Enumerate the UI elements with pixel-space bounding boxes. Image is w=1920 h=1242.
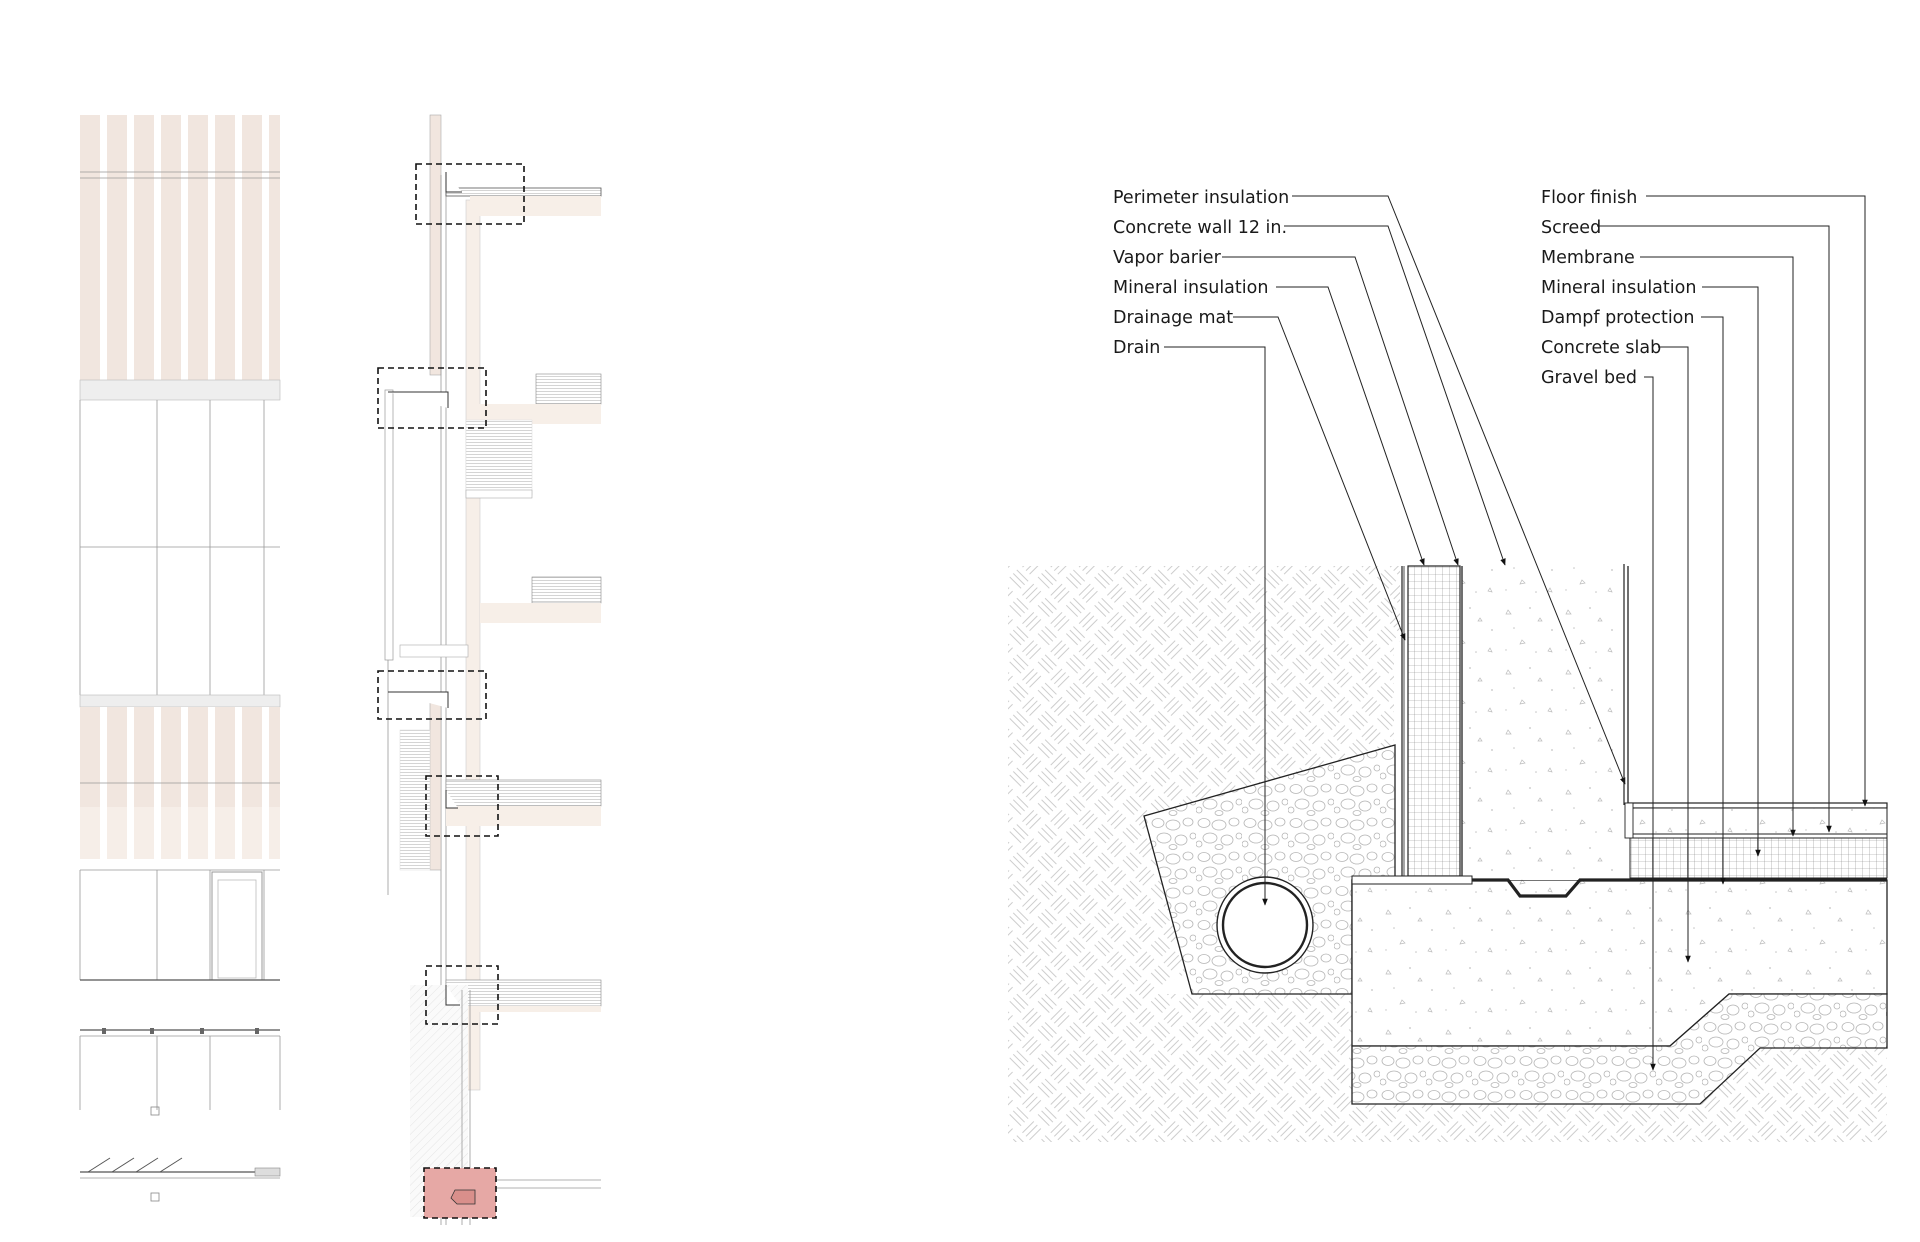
label-gravel-bed: Gravel bed	[1541, 368, 1637, 388]
label-perimeter-insulation: Perimeter insulation	[1113, 188, 1289, 208]
label-concrete-wall: Concrete wall 12 in.	[1113, 218, 1287, 238]
cladding-gaps-top	[100, 115, 269, 380]
plan-detail-2	[80, 1157, 281, 1202]
concrete-wall	[1462, 566, 1622, 880]
glazing-panels	[79, 400, 280, 695]
labels-right: Floor finish Screed Membrane Mineral ins…	[1541, 188, 1696, 388]
cladding-band-bottom	[80, 707, 280, 807]
facade-elevation	[79, 115, 281, 1202]
label-mineral-insulation-floor: Mineral insulation	[1541, 278, 1696, 298]
floor-buildup	[1624, 802, 1888, 879]
label-drain: Drain	[1113, 338, 1160, 358]
plan-detail-1	[79, 1028, 281, 1116]
label-floor-finish: Floor finish	[1541, 188, 1637, 208]
label-concrete-slab: Concrete slab	[1541, 338, 1661, 358]
detail-callouts	[377, 163, 525, 1025]
door	[211, 871, 263, 981]
leader-lines-left	[1164, 195, 1626, 906]
cladding-band-top	[80, 115, 280, 380]
label-dampf-protection: Dampf protection	[1541, 308, 1694, 328]
labels-left: Perimeter insulation Concrete wall 12 in…	[1113, 188, 1289, 358]
foundation-detail	[1008, 565, 1888, 1142]
label-membrane: Membrane	[1541, 248, 1635, 268]
wall-section	[377, 114, 602, 1225]
wall-insulation	[1407, 565, 1461, 879]
gravel-bed	[1351, 993, 1888, 1105]
label-drainage-mat: Drainage mat	[1113, 308, 1233, 328]
label-mineral-insulation-wall: Mineral insulation	[1113, 278, 1268, 298]
label-screed: Screed	[1541, 218, 1601, 238]
label-vapor-barier: Vapor barier	[1113, 248, 1222, 268]
leader-lines-right	[1597, 195, 1868, 1071]
